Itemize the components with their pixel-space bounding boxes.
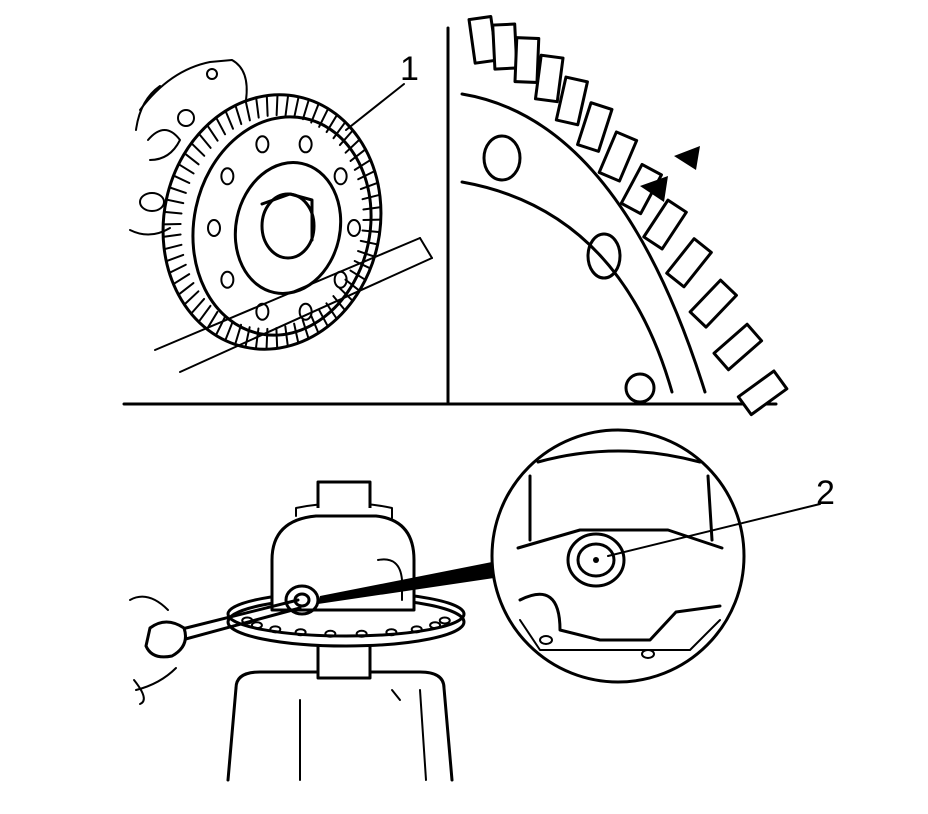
differential-case-icon — [226, 480, 466, 782]
magnified-detail-icon — [318, 428, 746, 684]
arrow-icon — [640, 176, 668, 202]
arrow-icon — [674, 146, 700, 170]
ring-gear-teeth-detail-icon — [460, 15, 789, 417]
callout-2: 2 — [607, 474, 835, 557]
ring-gear-icon — [129, 59, 433, 373]
pin-punch-icon — [129, 595, 302, 705]
callout-2-label: 2 — [816, 474, 835, 512]
callout-1: 1 — [345, 50, 419, 131]
panel-dividers — [122, 26, 778, 406]
callout-1-label: 1 — [400, 50, 419, 88]
